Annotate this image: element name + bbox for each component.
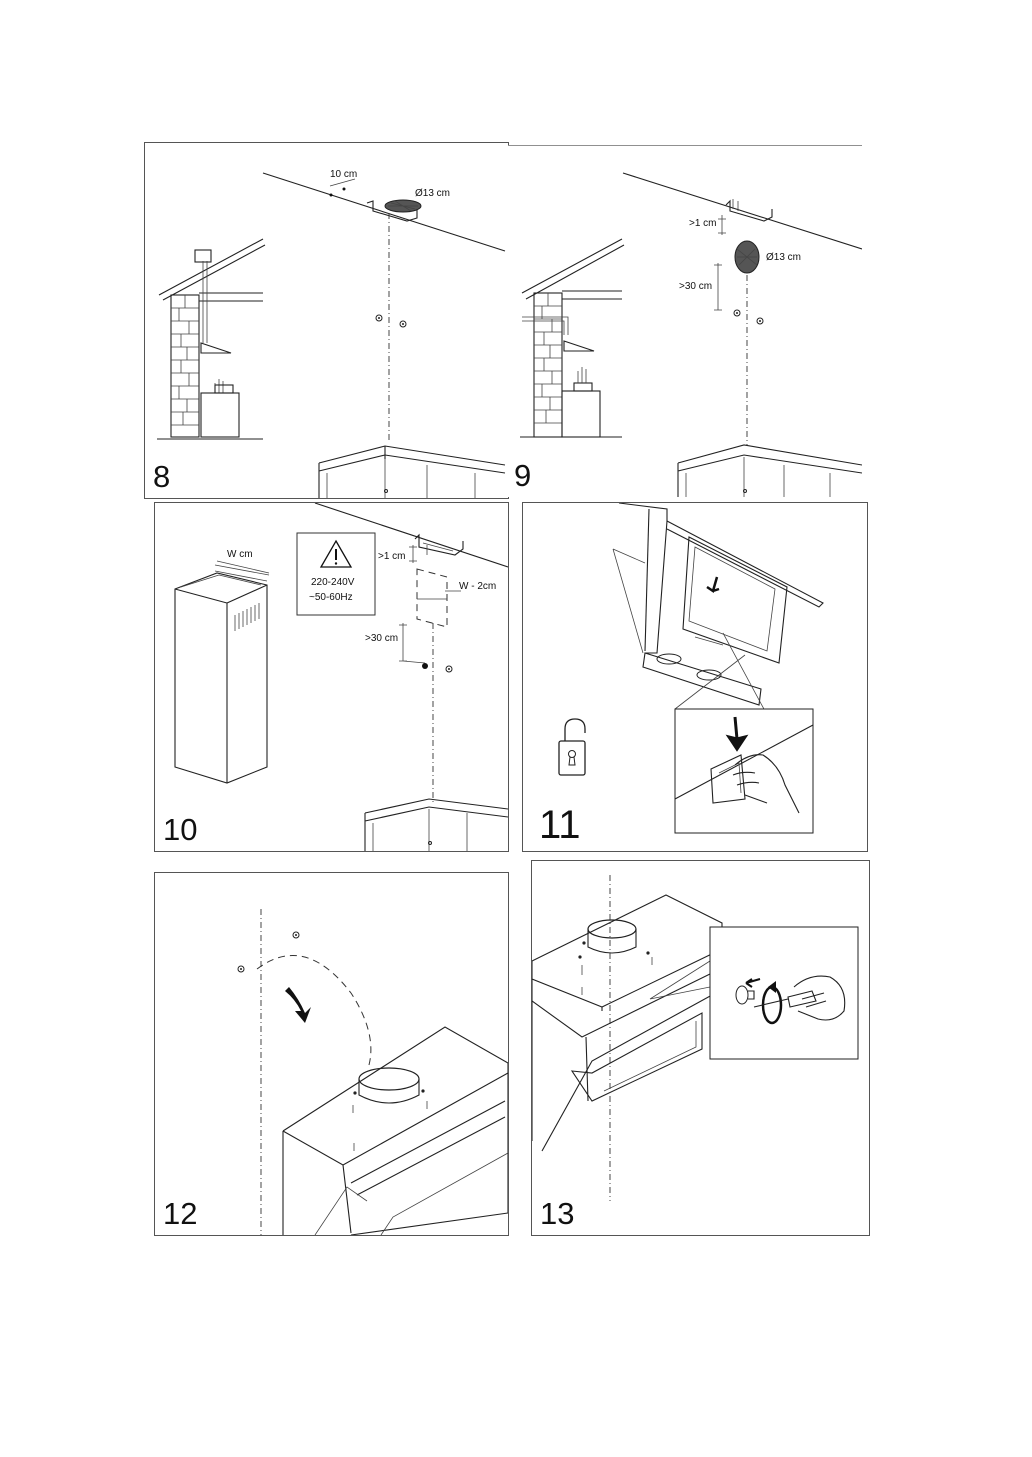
step-9-diameter-label: Ø13 cm — [766, 252, 801, 263]
step-8-number: 8 — [153, 459, 171, 494]
step-11-illustration — [558, 503, 824, 834]
screwdriver-icon — [753, 990, 817, 1008]
chimney-cover — [174, 560, 270, 784]
step-8-illustration: 10 cm Ø13 cm — [157, 169, 506, 498]
step-10-number: 10 — [163, 812, 198, 847]
hand-icon — [732, 754, 800, 814]
screw-icon — [735, 985, 755, 1005]
step-10-gap-label: >1 cm — [378, 551, 406, 562]
screw-icon — [733, 309, 764, 325]
step-12-illustration — [237, 909, 508, 1235]
step-9-gap-label: >1 cm — [689, 218, 717, 229]
step-10-voltage-label: 220-240V — [311, 577, 355, 588]
step-11-number: 11 — [539, 803, 581, 847]
step-8-panel: 10 cm Ø13 cm 8 — [144, 142, 509, 499]
step-13-number: 13 — [540, 1196, 575, 1231]
screw-icon — [237, 931, 300, 973]
step-10-offset-label: W - 2cm — [459, 581, 496, 592]
step-8-distance-label: 10 cm — [330, 169, 357, 180]
step-9-illustration: >1 cm Ø13 cm >30 cm — [508, 145, 862, 497]
step-9-height-label: >30 cm — [679, 281, 712, 292]
step-10-illustration: W cm 220-240V ~50-60Hz >1 cm W - 2cm >30… — [174, 503, 508, 851]
step-10-frequency-label: ~50-60Hz — [309, 592, 353, 603]
step-10-panel: W cm 220-240V ~50-60Hz >1 cm W - 2cm >30… — [154, 502, 509, 852]
step-10-width-label: W cm — [227, 549, 253, 560]
step-12-number: 12 — [163, 1196, 198, 1231]
cooker-hood — [612, 503, 824, 706]
step-12-panel: 12 — [154, 872, 509, 1236]
unlock-padlock-icon — [558, 718, 586, 776]
warning-triangle-icon — [319, 539, 353, 568]
screw-icon — [422, 663, 453, 673]
hand-icon — [793, 975, 846, 1021]
step-11-panel: 11 — [522, 502, 868, 852]
step-13-panel: 13 — [531, 860, 870, 1236]
step-9-number: 9 — [514, 458, 532, 493]
step-8-diameter-label: Ø13 cm — [415, 188, 450, 199]
step-9-panel: >1 cm Ø13 cm >30 cm 9 — [508, 145, 862, 497]
step-13-illustration — [532, 875, 859, 1201]
step-10-height-label: >30 cm — [365, 633, 398, 644]
screw-icon — [375, 314, 407, 328]
